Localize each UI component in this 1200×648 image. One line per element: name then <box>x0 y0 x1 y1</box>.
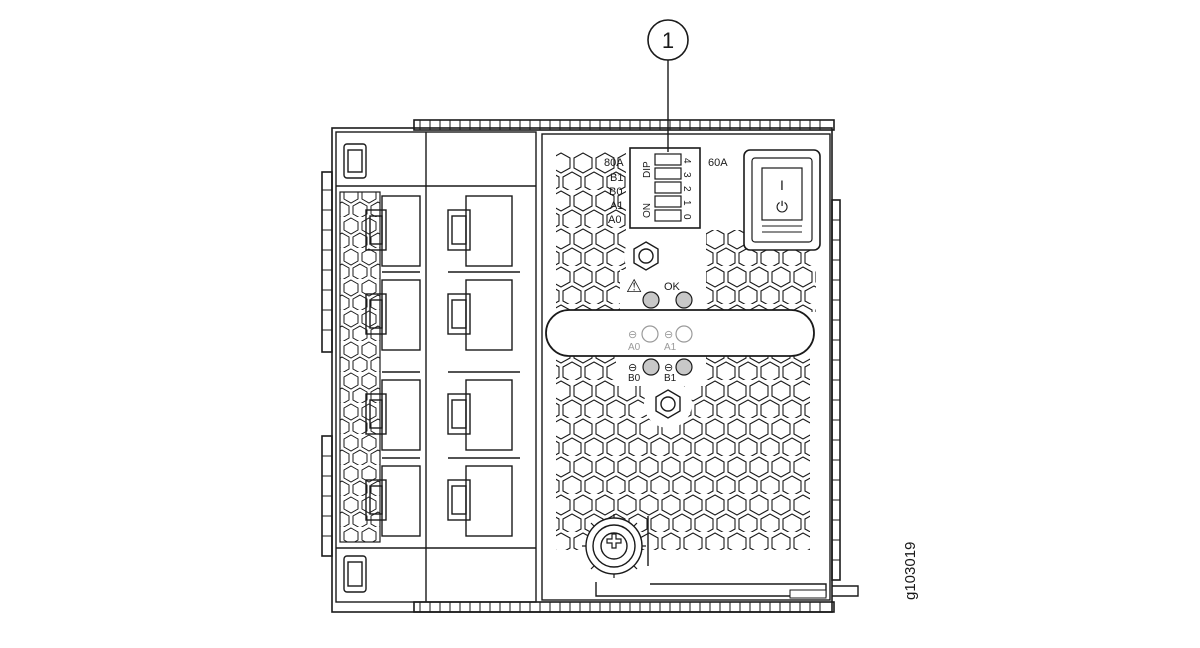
led-b1 <box>675 358 693 376</box>
terminal-lugs-right <box>447 195 513 537</box>
power-on-glyph: I <box>780 177 784 193</box>
led-label-ok: OK <box>664 281 681 293</box>
dip-position-2: 2 <box>681 186 692 192</box>
dip-switch[interactable]: DIP ON 4 3 2 1 0 <box>629 147 701 229</box>
input-icon-a1: ⊖ <box>664 329 673 341</box>
dip-vertical-label-top: DIP <box>642 161 653 178</box>
dip-position-0: 0 <box>681 214 692 220</box>
led-b0 <box>642 358 660 376</box>
dip-label-80a: 80A <box>604 157 624 169</box>
dip-label-b0: B0 <box>609 186 622 198</box>
led-label-a0: A0 <box>628 342 641 353</box>
upper-screw <box>633 241 659 271</box>
led-label-a1: A1 <box>664 342 677 353</box>
callout-1: 1 <box>647 19 689 152</box>
callout-number: 1 <box>662 28 674 53</box>
led-label-b0: B0 <box>628 373 641 384</box>
lower-screw <box>655 389 681 419</box>
dip-label-b1: B1 <box>610 172 623 184</box>
chassis <box>321 119 859 613</box>
figure-id: g103019 <box>902 541 919 600</box>
input-icon-b1: ⊖ <box>664 362 673 374</box>
input-icon-b0: ⊖ <box>628 362 637 374</box>
led-b-row: ⊖ ⊖ B0 B1 <box>628 358 693 384</box>
led-a-row: ⊖ ⊖ A0 A1 <box>628 325 693 353</box>
warning-icon: ⚠ <box>626 276 642 296</box>
dip-position-1: 1 <box>681 200 692 206</box>
dip-position-3: 3 <box>681 172 692 178</box>
dip-vertical-label-bottom: ON <box>642 203 653 218</box>
dip-label-60a: 60A <box>708 157 728 169</box>
terminal-lugs-left <box>365 195 421 537</box>
handle-bar[interactable] <box>545 309 815 357</box>
input-icon-a0: ⊖ <box>628 329 637 341</box>
terminal-block-section <box>335 131 537 603</box>
captive-thumbscrew[interactable] <box>582 514 646 578</box>
led-label-b1: B1 <box>664 373 677 384</box>
power-switch[interactable]: I ⏻ <box>743 149 821 251</box>
dip-left-labels: 80A B1 B0 A1 A0 <box>604 157 624 226</box>
power-standby-icon: ⏻ <box>776 199 788 216</box>
dip-label-a0: A0 <box>608 214 621 226</box>
dip-position-4: 4 <box>681 158 692 164</box>
dip-label-a1: A1 <box>610 200 623 212</box>
led-ok <box>675 291 693 309</box>
led-warning <box>642 291 660 309</box>
